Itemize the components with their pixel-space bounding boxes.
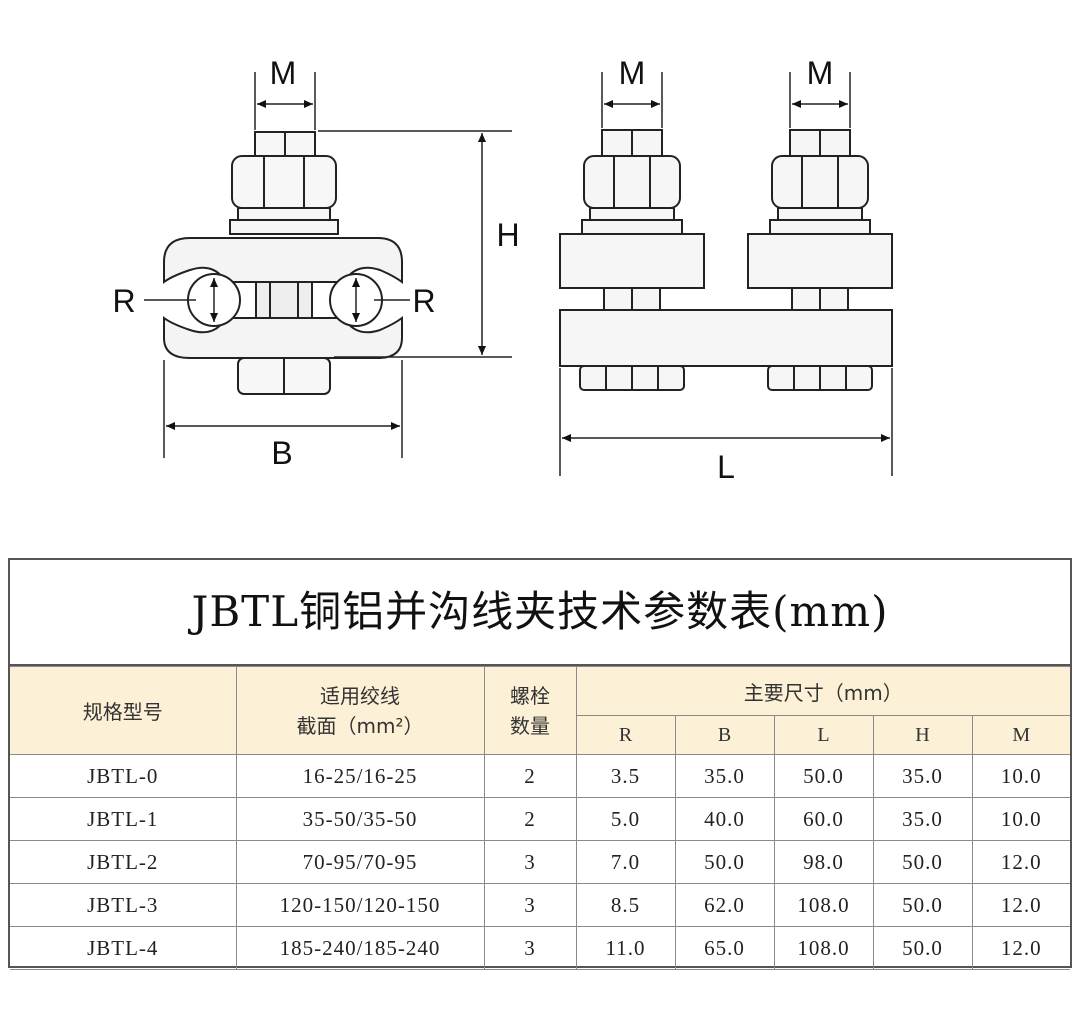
cell-l: 98.0 <box>773 840 874 884</box>
cell-bolts: 2 <box>483 754 577 798</box>
cell-section: 185-240/185-240 <box>235 926 485 970</box>
cell-r: 8.5 <box>575 883 676 927</box>
header-model: 规格型号 <box>10 666 237 755</box>
clamp-front-view <box>144 131 410 395</box>
header-bolts-line2: 数量 <box>510 713 550 738</box>
cell-m: 12.0 <box>971 883 1071 927</box>
spec-table: 规格型号 适用绞线 截面（mm²） 螺栓 数量 主要尺寸（mm） R B L H… <box>10 666 1071 970</box>
cell-b: 40.0 <box>674 797 775 841</box>
cell-h: 50.0 <box>872 926 973 970</box>
cell-h: 35.0 <box>872 754 973 798</box>
cell-b: 50.0 <box>674 840 775 884</box>
cell-b: 35.0 <box>674 754 775 798</box>
cell-r: 5.0 <box>575 797 676 841</box>
cell-h: 50.0 <box>872 840 973 884</box>
cell-l: 108.0 <box>773 926 874 970</box>
table-row: JBTL-1 35-50/35-50 2 5.0 40.0 60.0 35.0 … <box>10 797 1071 841</box>
header-bolts: 螺栓 数量 <box>483 666 577 755</box>
cell-l: 50.0 <box>773 754 874 798</box>
clamp-dimension-drawing: M H R R B <box>112 55 893 485</box>
header-dim-l: L <box>773 715 874 755</box>
header-dim-b: B <box>674 715 775 755</box>
front-view-dimension-lines <box>163 72 512 458</box>
cell-r: 11.0 <box>575 926 676 970</box>
cell-bolts: 3 <box>483 883 577 927</box>
header-section-line1: 适用绞线 <box>320 683 400 708</box>
cell-model: JBTL-4 <box>10 926 237 970</box>
side-m-label-1: M <box>619 55 646 91</box>
cell-m: 12.0 <box>971 926 1071 970</box>
cell-m: 10.0 <box>971 754 1071 798</box>
side-m-label-2: M <box>807 55 834 91</box>
table-row: JBTL-0 16-25/16-25 2 3.5 35.0 50.0 35.0 … <box>10 754 1071 798</box>
cell-m: 12.0 <box>971 840 1071 884</box>
front-r-left-label: R <box>112 283 135 319</box>
cell-model: JBTL-0 <box>10 754 237 798</box>
cell-bolts: 3 <box>483 840 577 884</box>
side-view-dimension-lines <box>559 72 893 476</box>
front-b-label: B <box>271 435 292 471</box>
cell-section: 70-95/70-95 <box>235 840 485 884</box>
cell-bolts: 3 <box>483 926 577 970</box>
header-section: 适用绞线 截面（mm²） <box>235 666 485 755</box>
cell-r: 3.5 <box>575 754 676 798</box>
header-section-line2: 截面（mm²） <box>296 713 424 738</box>
cell-h: 50.0 <box>872 883 973 927</box>
cell-l: 108.0 <box>773 883 874 927</box>
front-r-right-label: R <box>412 283 435 319</box>
cell-b: 62.0 <box>674 883 775 927</box>
cell-model: JBTL-3 <box>10 883 237 927</box>
header-bolts-line1: 螺栓 <box>510 683 550 708</box>
header-dim-m: M <box>971 715 1071 755</box>
side-l-label: L <box>717 449 735 485</box>
front-h-label: H <box>496 217 519 253</box>
front-m-label: M <box>270 55 297 91</box>
cell-r: 7.0 <box>575 840 676 884</box>
header-dim-h: H <box>872 715 973 755</box>
table-row: JBTL-4 185-240/185-240 3 11.0 65.0 108.0… <box>10 926 1071 970</box>
spec-table-title: JBTL铜铝并沟线夹技术参数表(mm) <box>10 560 1070 666</box>
cell-l: 60.0 <box>773 797 874 841</box>
header-dimensions: 主要尺寸（mm） <box>575 666 1071 716</box>
table-row: JBTL-2 70-95/70-95 3 7.0 50.0 98.0 50.0 … <box>10 840 1071 884</box>
cell-section: 16-25/16-25 <box>235 754 485 798</box>
cell-section: 120-150/120-150 <box>235 883 485 927</box>
cell-m: 10.0 <box>971 797 1071 841</box>
cell-h: 35.0 <box>872 797 973 841</box>
cell-section: 35-50/35-50 <box>235 797 485 841</box>
table-row: JBTL-3 120-150/120-150 3 8.5 62.0 108.0 … <box>10 883 1071 927</box>
cell-bolts: 2 <box>483 797 577 841</box>
cell-b: 65.0 <box>674 926 775 970</box>
cell-model: JBTL-1 <box>10 797 237 841</box>
clamp-side-view <box>559 129 893 391</box>
cell-model: JBTL-2 <box>10 840 237 884</box>
spec-table-card: JBTL铜铝并沟线夹技术参数表(mm) 规格型号 适用绞线 截面（mm²） 螺栓… <box>8 558 1072 970</box>
header-dim-r: R <box>576 715 676 755</box>
